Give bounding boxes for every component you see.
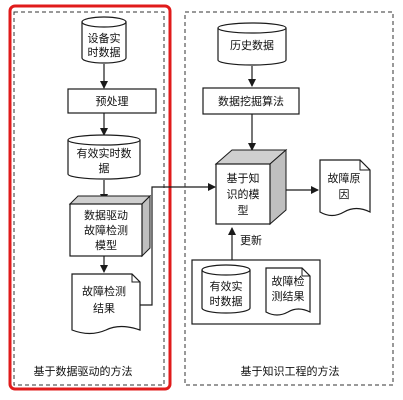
realtime-data-cylinder: 设备实 时数据 xyxy=(81,16,127,64)
detect-result-document-2: 故障检 测结果 xyxy=(265,267,311,316)
fault-detect-model-box: 数据驱动 故障检测 模型 xyxy=(68,194,152,258)
realtime-data-label-line2: 时数据 xyxy=(88,45,121,59)
update-label: 更新 xyxy=(240,233,262,247)
fault-cause-label-line1: 故障原 xyxy=(328,171,361,185)
knowledge-model-label-line1: 基于知 xyxy=(227,171,260,185)
result-label-line1: 故障检测 xyxy=(82,284,126,298)
preprocess-label: 预处理 xyxy=(96,95,129,108)
model-label-line1: 数据驱动 xyxy=(84,208,128,222)
history-data-label: 历史数据 xyxy=(230,38,274,52)
preprocess-box: 预处理 xyxy=(67,88,157,114)
valid-data-2-label-line2: 时数据 xyxy=(210,294,243,308)
valid-realtime-data-cylinder-2: 有效实 时数据 xyxy=(201,264,251,314)
result-label-line2: 结果 xyxy=(93,302,115,315)
arrow-result-to-knowledge-model xyxy=(140,183,216,306)
fault-cause-document: 故障原 因 xyxy=(319,159,371,217)
knowledge-model-label-line2: 识的模 xyxy=(227,187,260,201)
left-panel: 设备实 时数据 预处理 有效实时数 据 数据驱动 故障检测 模型 xyxy=(8,4,172,391)
valid-data-label-line1: 有效实时数 xyxy=(77,146,132,160)
update-group-frame xyxy=(191,259,321,325)
right-panel-title: 基于知识工程的方法 xyxy=(241,364,340,378)
fault-cause-label-line2: 因 xyxy=(339,188,350,201)
result-2-label-line1: 故障检 xyxy=(272,274,305,288)
valid-data-2-label-line1: 有效实 xyxy=(210,279,243,293)
model-label-line2: 故障检测 xyxy=(84,223,128,237)
result-2-label-line2: 测结果 xyxy=(272,290,305,303)
model-label-line3: 模型 xyxy=(95,238,117,252)
knowledge-model-box: 基于知 识的模 型 xyxy=(214,148,288,226)
valid-realtime-data-cylinder: 有效实时数 据 xyxy=(67,134,141,180)
history-data-cylinder: 历史数据 xyxy=(217,22,287,66)
detect-result-document: 故障检测 结果 xyxy=(71,273,141,335)
valid-data-label-line2: 据 xyxy=(99,161,110,175)
realtime-data-label-line1: 设备实 xyxy=(88,31,121,45)
mining-algorithm-label: 数据挖掘算法 xyxy=(218,94,284,108)
mining-algorithm-box: 数据挖掘算法 xyxy=(202,87,300,115)
left-panel-title: 基于数据驱动的方法 xyxy=(34,364,133,378)
right-panel: 历史数据 数据挖掘算法 基于知 识的模 型 故障原 因 更新 xyxy=(184,11,394,386)
knowledge-model-label-line3: 型 xyxy=(238,203,249,217)
